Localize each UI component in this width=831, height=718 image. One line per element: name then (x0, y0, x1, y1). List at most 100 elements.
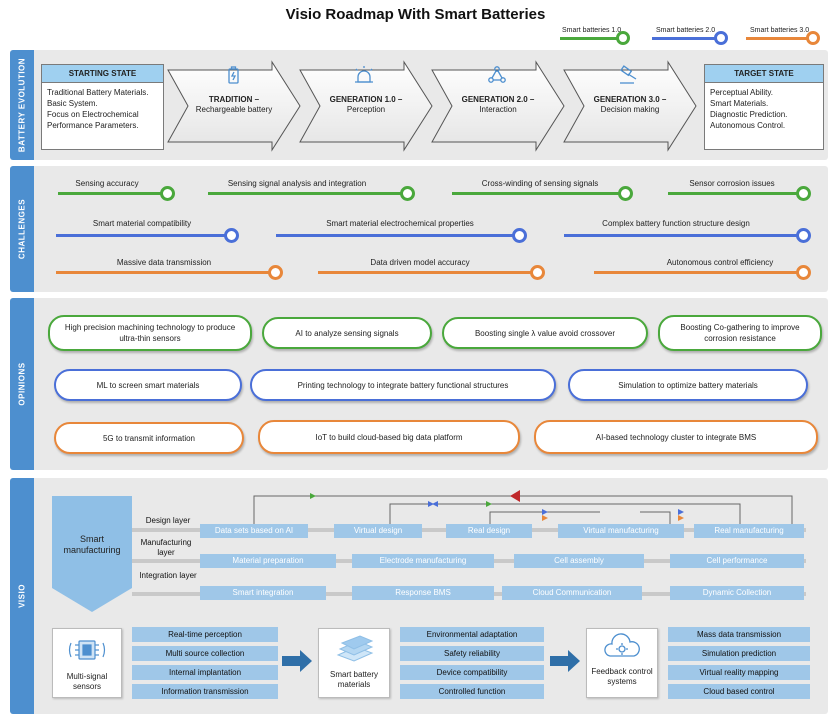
opinion-pill: Printing technology to integrate battery… (250, 369, 556, 401)
design-step: Virtual design (334, 524, 422, 538)
challenge-line (208, 192, 404, 195)
card-smart-battery-materials: Smart battery materials (318, 628, 390, 698)
challenge-node (618, 186, 633, 201)
legend-line-1 (560, 37, 620, 40)
target-state-line: Autonomous Control. (710, 121, 786, 130)
gavel-icon (620, 65, 637, 84)
arrow-gen1 (299, 60, 433, 152)
challenge-label: Sensing signal analysis and integration (227, 179, 367, 188)
challenge-node (224, 228, 239, 243)
opinion-pill: AI to analyze sensing signals (262, 317, 432, 349)
feedback-feature: Mass data transmission (668, 627, 810, 642)
evolution-side-label: BATTERY EVOLUTION (10, 50, 34, 160)
smart-manufacturing-label: Smart manufacturing (63, 534, 121, 555)
opinion-pill: Boosting single λ value avoid crossover (442, 317, 648, 349)
legend-line-3 (746, 37, 810, 40)
opinion-pill: AI-based technology cluster to integrate… (534, 420, 818, 454)
opinion-pill: High precision machining technology to p… (48, 315, 252, 351)
challenge-label: Autonomous control efficiency (666, 258, 774, 267)
opinion-pill: IoT to build cloud-based big data platfo… (258, 420, 520, 454)
challenge-label: Smart material electrochemical propertie… (326, 219, 474, 228)
target-state-line: Smart Materials. (710, 99, 769, 108)
challenges-side-label: CHALLENGES (10, 166, 34, 292)
challenge-label: Complex battery function structure desig… (602, 219, 750, 228)
challenge-node (268, 265, 283, 280)
opinion-pill: Simulation to optimize battery materials (568, 369, 808, 401)
target-state-line: Diagnostic Prediction. (710, 110, 788, 119)
arrow-gen3 (563, 60, 697, 152)
connector-arrow-red (510, 490, 520, 502)
challenge-line (668, 192, 800, 195)
starting-state-line: Focus on Electrochemical (47, 110, 139, 119)
integration-step: Smart integration (200, 586, 326, 600)
challenge-label: Smart material compatibility (92, 219, 192, 228)
challenge-label: Data driven model accuracy (370, 258, 470, 267)
stage-gen1: GENERATION 1.0 –Perception (329, 95, 403, 114)
flow-arrow-icon (550, 650, 580, 672)
legend-label-2: Smart batteries 2.0 (656, 27, 716, 34)
challenge-line (318, 271, 534, 274)
challenge-node (400, 186, 415, 201)
card-label: Feedback control systems (591, 667, 653, 686)
connector-arrow-green (310, 493, 316, 499)
challenge-line (56, 271, 272, 274)
opinion-pill: 5G to transmit information (54, 422, 244, 454)
material-feature: Controlled function (400, 684, 544, 699)
starting-state-line: Traditional Battery Materials. (47, 88, 149, 97)
challenge-label: Massive data transmission (116, 258, 212, 267)
challenge-line (594, 271, 800, 274)
manufacturing-step: Cell performance (670, 554, 804, 568)
challenge-label: Cross-winding of sensing signals (481, 179, 599, 188)
design-step: Real design (446, 524, 532, 538)
evolution-arrows (167, 60, 697, 152)
sensor-feature: Multi source collection (132, 646, 278, 661)
target-state-box: TARGET STATE Perceptual Ability. Smart M… (704, 64, 824, 150)
sensor-feature: Information transmission (132, 684, 278, 699)
feedback-feature: Virtual reality mapping (668, 665, 810, 680)
battery-icon (228, 66, 239, 84)
challenge-line (56, 234, 228, 237)
connector-arrow-green (486, 501, 492, 507)
layer-label-manufacturing: Manufacturing layer (140, 538, 192, 557)
legend-label-1: Smart batteries 1.0 (562, 27, 622, 34)
card-label: Smart battery materials (329, 670, 378, 689)
starting-state-line: Performance Parameters. (47, 121, 139, 130)
alarm-icon (355, 66, 373, 83)
legend-line-2 (652, 37, 718, 40)
integration-step: Dynamic Collection (670, 586, 804, 600)
connector-arrow-blue (432, 501, 438, 507)
connector-arrow-blue (428, 501, 434, 507)
challenge-label: Sensing accuracy (75, 179, 139, 188)
connector-arrow-blue (542, 509, 548, 515)
design-step: Virtual manufacturing (558, 524, 684, 538)
sensor-feature: Real-time perception (132, 627, 278, 642)
sensor-feature: Internal implantation (132, 665, 278, 680)
target-state-title: TARGET STATE (705, 65, 823, 83)
challenge-node (160, 186, 175, 201)
challenge-node (796, 186, 811, 201)
network-icon (488, 66, 506, 83)
feedback-feature: Simulation prediction (668, 646, 810, 661)
integration-step: Cloud Communication (502, 586, 642, 600)
card-feedback-control-systems: Feedback control systems (586, 628, 658, 698)
challenge-line (58, 192, 164, 195)
challenge-line (564, 234, 800, 237)
legend-ring-2 (714, 31, 728, 45)
manufacturing-step: Material preparation (200, 554, 336, 568)
legend-label-3: Smart batteries 3.0 (750, 27, 810, 34)
challenge-node (796, 228, 811, 243)
smart-manufacturing-shape (52, 496, 132, 612)
feedback-feature: Cloud based control (668, 684, 810, 699)
design-step: Real manufacturing (694, 524, 804, 538)
page-title: Visio Roadmap With Smart Batteries (285, 6, 546, 23)
connector-arrow-orange (542, 515, 548, 521)
opinion-pill: ML to screen smart materials (54, 369, 242, 401)
legend-ring-1 (616, 31, 630, 45)
material-feature: Device compatibility (400, 665, 544, 680)
connector-arrow-orange (678, 515, 684, 521)
card-multi-signal-sensors: Multi-signal sensors (52, 628, 122, 698)
arrow-gen2 (431, 60, 565, 152)
layers-icon (336, 635, 374, 662)
connector-arrow-blue (678, 509, 684, 515)
challenge-node (796, 265, 811, 280)
